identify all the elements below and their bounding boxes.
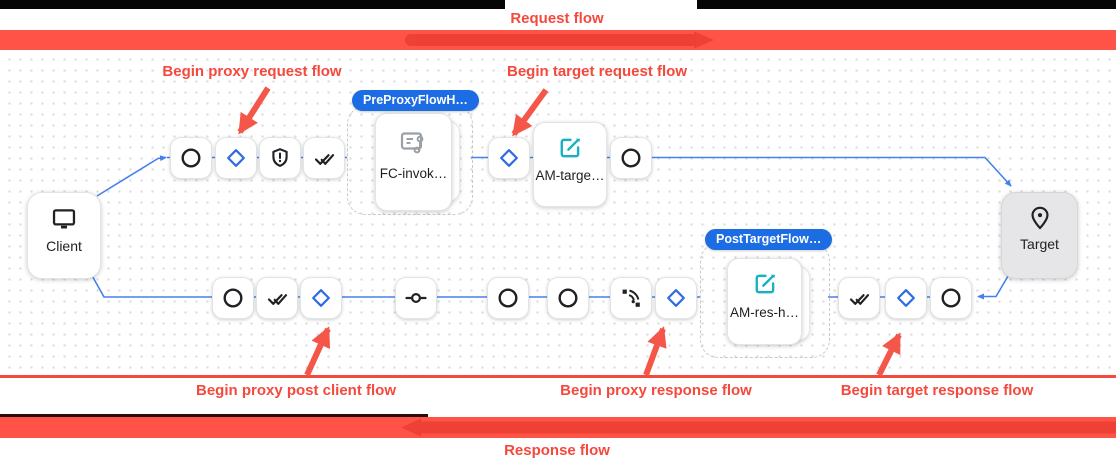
response-step-double-check-1[interactable] — [256, 277, 298, 319]
callout-begin-target-request: Begin target request flow — [506, 63, 688, 80]
client-node-label: Client — [46, 238, 82, 254]
circle-step-icon — [223, 288, 243, 308]
edit-policy-icon — [560, 138, 581, 158]
request-flow-bar — [0, 30, 1116, 50]
circle-step-icon — [181, 148, 201, 168]
assign-message-response-policy-label: AM-res-h… — [729, 305, 799, 320]
request-flow-arrow-icon — [405, 31, 714, 49]
dot-grid-background — [0, 50, 1116, 376]
response-step-response-flow-diamond[interactable] — [655, 277, 697, 319]
callout-begin-proxy-post-client: Begin proxy post client flow — [195, 382, 397, 399]
response-flow-arrow-icon — [401, 418, 1116, 437]
edit-policy-icon — [755, 274, 775, 294]
callout-begin-proxy-request: Begin proxy request flow — [162, 63, 342, 80]
request-step-security[interactable] — [259, 137, 301, 179]
top-black-strip-gap — [505, 0, 697, 9]
location-pin-icon — [1030, 206, 1049, 230]
target-node[interactable]: Target — [1001, 192, 1078, 279]
condition-diamond-icon — [897, 289, 915, 307]
response-step-circle-2[interactable] — [487, 277, 529, 319]
double-check-icon — [314, 154, 335, 165]
double-check-icon — [267, 294, 288, 305]
response-step-post-client-diamond[interactable] — [300, 277, 342, 319]
response-step-circle-3[interactable] — [547, 277, 589, 319]
callout-begin-proxy-response: Begin proxy response flow — [560, 382, 752, 399]
response-flow-banner-label: Response flow — [504, 442, 610, 459]
request-step-proxy-flow-diamond[interactable] — [215, 137, 257, 179]
response-step-circle-4[interactable] — [930, 277, 972, 319]
condition-diamond-icon — [500, 149, 518, 167]
circle-step-icon — [498, 288, 518, 308]
shield-alert-icon — [272, 148, 288, 167]
post-target-flow-hook-badge[interactable]: PostTargetFlow… — [705, 229, 833, 250]
annotation-baseline — [0, 375, 1116, 378]
assign-message-target-policy-node[interactable]: AM-targe… — [533, 122, 607, 207]
flow-callout-policy-node[interactable]: FC-invok… — [375, 113, 452, 211]
request-step-double-check[interactable] — [303, 137, 345, 179]
response-flow-bar — [0, 417, 1116, 438]
condition-diamond-icon — [667, 289, 685, 307]
request-flow-banner-label: Request flow — [510, 10, 604, 27]
response-step-target-response-diamond[interactable] — [885, 277, 927, 319]
client-node[interactable]: Client — [27, 192, 101, 279]
response-step-commit[interactable] — [395, 277, 437, 319]
flow-callout-policy-label: FC-invok… — [379, 166, 448, 181]
circle-step-icon — [621, 148, 641, 168]
condition-diamond-icon — [312, 289, 330, 307]
request-step-target-flow-diamond[interactable] — [488, 137, 530, 179]
request-step-circle-2[interactable] — [610, 137, 652, 179]
double-check-icon — [849, 294, 870, 305]
callout-begin-target-response: Begin target response flow — [840, 382, 1034, 399]
circle-step-icon — [941, 288, 961, 308]
request-step-circle-1[interactable] — [170, 137, 212, 179]
bottom-dark-strip — [0, 414, 428, 417]
condition-diamond-icon — [227, 149, 245, 167]
assign-message-target-policy-label: AM-targe… — [535, 168, 605, 183]
assign-message-response-policy-node[interactable]: AM-res-h… — [727, 258, 802, 345]
response-step-broadcast[interactable] — [610, 277, 652, 319]
inline-node-icon — [405, 292, 427, 304]
target-node-label: Target — [1020, 236, 1059, 252]
monitor-icon — [52, 209, 76, 229]
response-step-double-check-2[interactable] — [838, 277, 880, 319]
broadcast-waves-icon — [622, 289, 640, 307]
flow-callout-icon — [400, 132, 423, 154]
circle-step-icon — [558, 288, 578, 308]
pre-proxy-flow-hook-badge[interactable]: PreProxyFlowH… — [352, 90, 479, 111]
response-step-circle-1[interactable] — [212, 277, 254, 319]
